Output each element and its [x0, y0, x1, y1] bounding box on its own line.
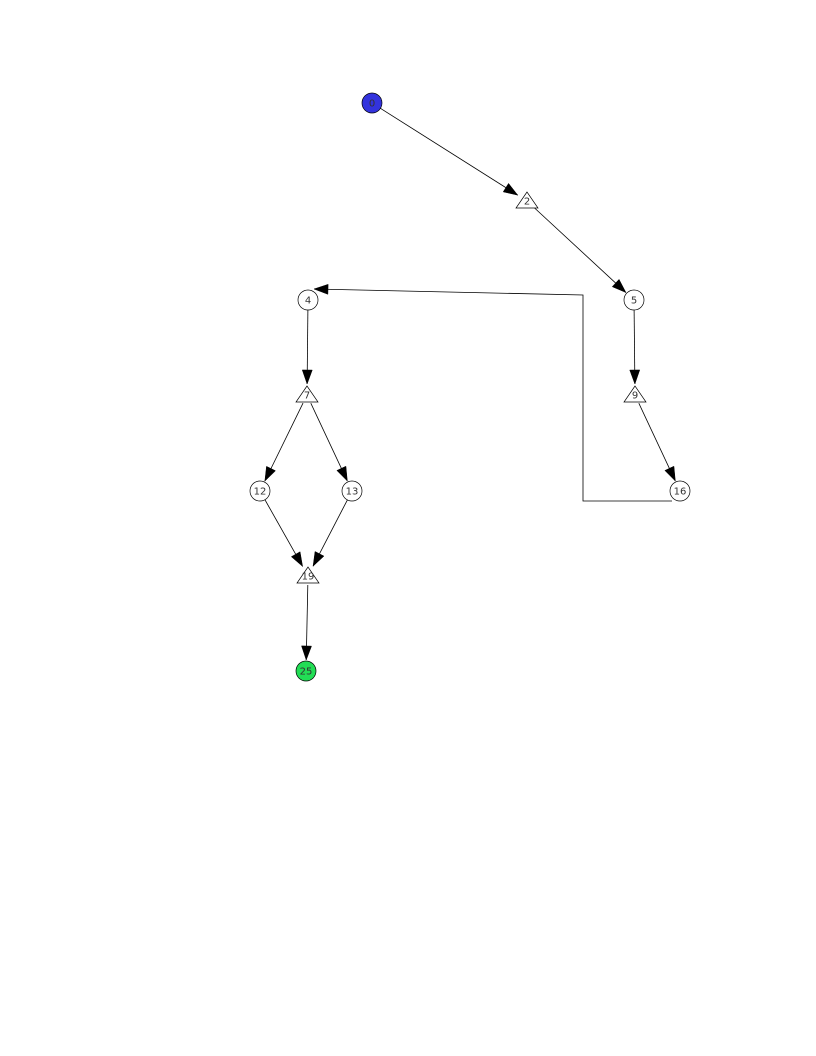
node-label: 25: [300, 667, 313, 678]
node-label: 5: [631, 296, 637, 307]
arrowhead: [336, 465, 348, 482]
node-circle: [297, 289, 319, 311]
node-label: 9: [632, 391, 638, 402]
node-label: 7: [304, 391, 310, 402]
arrowhead: [313, 283, 329, 295]
edge-line: [310, 402, 348, 482]
arrowhead: [264, 465, 276, 482]
node-triangle: [295, 385, 319, 403]
node-triangle: [296, 566, 320, 584]
edge-line: [313, 288, 672, 502]
node-label: 12: [254, 487, 267, 498]
arrowhead: [290, 551, 303, 568]
edge-2-to-5: [533, 206, 627, 294]
node-circle: [361, 92, 383, 114]
node-2[interactable]: 2: [515, 191, 539, 209]
edge-19-to-25: [301, 584, 312, 661]
node-0[interactable]: 0: [361, 92, 383, 114]
edge-5-to-9: [629, 309, 641, 385]
edge-line: [264, 402, 304, 482]
node-circle: [249, 480, 271, 502]
arrowhead: [629, 369, 641, 385]
node-25[interactable]: 25: [295, 660, 317, 682]
node-label: 13: [346, 487, 359, 498]
edge-line: [533, 206, 627, 293]
node-label: 0: [369, 99, 375, 110]
node-label: 4: [305, 296, 311, 307]
node-9[interactable]: 9: [623, 385, 647, 403]
edges-layer: [264, 108, 676, 661]
edge-line: [380, 108, 518, 196]
node-label: 16: [674, 487, 687, 498]
arrowhead: [502, 182, 519, 196]
arrowhead: [301, 645, 312, 661]
arrowhead: [611, 278, 627, 294]
arrowhead: [664, 465, 676, 482]
arrowhead: [312, 551, 325, 567]
edge-line: [638, 402, 676, 482]
edge-0-to-2: [380, 108, 519, 196]
node-5[interactable]: 5: [623, 289, 645, 311]
node-circle: [295, 660, 317, 682]
node-16[interactable]: 16: [669, 480, 691, 502]
edge-13-to-19: [312, 499, 348, 567]
node-triangle: [623, 385, 647, 403]
node-7[interactable]: 7: [295, 385, 319, 403]
node-label: 2: [524, 197, 530, 208]
node-circle: [623, 289, 645, 311]
arrowhead: [301, 369, 313, 385]
node-triangle: [515, 191, 539, 209]
edge-7-to-12: [264, 402, 304, 482]
edge-12-to-19: [264, 499, 303, 568]
node-12[interactable]: 12: [249, 480, 271, 502]
node-circle: [669, 480, 691, 502]
node-4[interactable]: 4: [297, 289, 319, 311]
edge-7-to-13: [310, 402, 348, 482]
edge-16-to-4: [313, 283, 672, 502]
edge-4-to-7: [301, 309, 313, 385]
edge-9-to-16: [638, 402, 676, 482]
node-13[interactable]: 13: [341, 480, 363, 502]
node-label: 19: [302, 572, 315, 583]
node-circle: [341, 480, 363, 502]
node-19[interactable]: 19: [296, 566, 320, 584]
